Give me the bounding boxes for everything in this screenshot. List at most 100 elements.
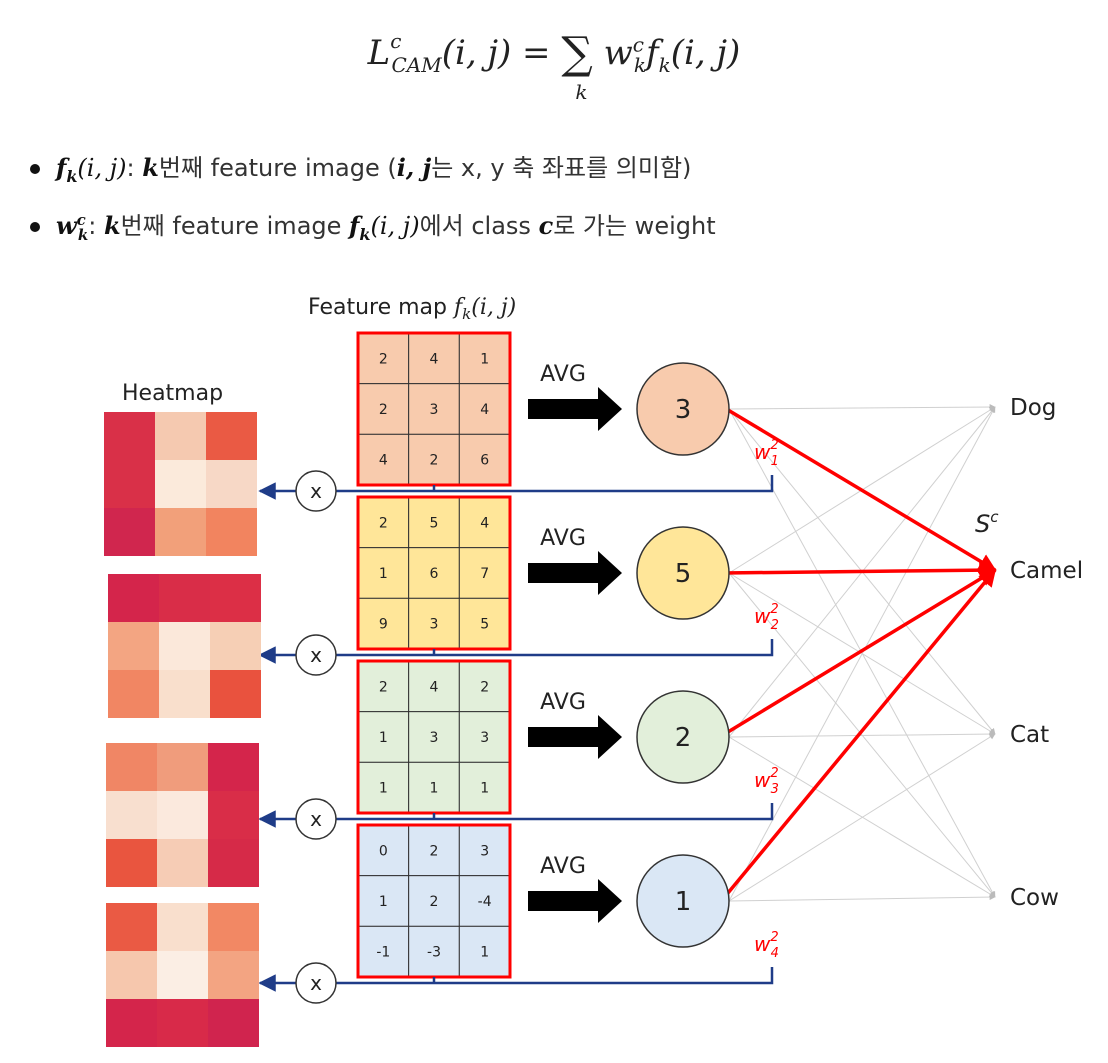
class-label-cat: Cat	[1010, 722, 1049, 748]
feature-cell-value: 4	[480, 402, 489, 418]
feature-cell-value: 1	[379, 566, 388, 582]
avg-node-value: 5	[675, 559, 692, 589]
avg-arrow	[528, 387, 622, 431]
feature-cell-value: 3	[480, 730, 489, 746]
avg-arrow	[528, 715, 622, 759]
feature-cell-value: 4	[480, 515, 489, 531]
heatmap-cell	[208, 839, 259, 887]
formula-sum-index: k	[575, 80, 588, 104]
feature-cell	[357, 824, 410, 877]
heatmap-cell	[210, 574, 261, 622]
multiply-label: x	[310, 807, 322, 831]
feature-cell	[408, 824, 460, 877]
camel-weight-line	[722, 561, 997, 579]
feature-cell-value: 1	[480, 351, 489, 367]
heatmap-cell	[108, 574, 159, 622]
multiply-node	[295, 962, 337, 1004]
camel-weight-line	[722, 568, 997, 737]
avg-node	[636, 362, 730, 456]
feature-cell-value: 2	[379, 679, 388, 695]
formula-w: w	[603, 33, 633, 73]
feature-cell	[357, 925, 410, 978]
camel-weight-connections	[721, 405, 997, 901]
feature-cell	[458, 383, 511, 435]
heatmap-cell	[108, 622, 159, 670]
heatmap-cell	[155, 412, 206, 460]
avg-node-value: 2	[675, 723, 692, 753]
heatmap-cell	[104, 460, 155, 508]
feature-cell-value: 3	[430, 730, 439, 746]
bullet-dot	[30, 164, 40, 174]
heatmap-cell	[157, 839, 208, 887]
connector-line	[336, 639, 774, 657]
bullet-math-w: w	[56, 211, 77, 240]
avg-arrow	[528, 551, 622, 595]
formula-lhs-sup: c	[390, 28, 402, 53]
heatmap-cell	[106, 839, 157, 887]
formula-lhs-args: (i, j) =	[441, 33, 562, 73]
heatmap-cell	[208, 951, 259, 999]
feature-cell-value: 2	[480, 679, 489, 695]
heatmap-cell	[208, 903, 259, 951]
feature-cell-value: 1	[379, 894, 388, 910]
heatmap-cell	[159, 574, 210, 622]
heatmap-cell	[210, 670, 261, 718]
avg-node-value: 3	[675, 395, 692, 425]
camel-weight-line	[722, 405, 997, 572]
thin-connection-line	[728, 406, 996, 902]
feature-cell-value: 4	[379, 453, 388, 469]
heatmap-cell	[206, 460, 257, 508]
class-label-dog: Dog	[1010, 395, 1056, 421]
feature-map-title: Feature map fk(i, j)	[308, 295, 516, 323]
thin-connection-line	[728, 894, 996, 902]
heatmap-cell	[208, 999, 259, 1047]
feature-cell-value: 2	[430, 453, 439, 469]
feature-cell	[408, 711, 460, 763]
bullet-dot	[30, 222, 40, 232]
score-label: Sc	[975, 508, 999, 538]
feature-cell	[408, 383, 460, 435]
heatmap-cell	[210, 622, 261, 670]
feature-cell-value: 2	[379, 351, 388, 367]
avg-node-value: 1	[675, 887, 692, 917]
bullet-math-f: f	[56, 153, 67, 182]
feature-cell-value: -4	[478, 894, 492, 910]
class-label-cow: Cow	[1010, 885, 1059, 911]
heatmap-cell	[157, 999, 208, 1047]
formula-w-sub: k	[633, 52, 647, 77]
feature-cell-value: 9	[379, 617, 388, 633]
feature-cell	[458, 711, 511, 763]
heatmap-title: Heatmap	[122, 381, 223, 406]
heatmap-cell	[157, 743, 208, 791]
feature-cell	[408, 332, 460, 385]
feature-cell-value: 2	[379, 402, 388, 418]
feature-cell-value: 4	[430, 351, 439, 367]
feature-cell-value: -1	[376, 945, 390, 961]
avg-label: AVG	[540, 362, 586, 387]
heatmap-cell	[106, 903, 157, 951]
feature-cell-value: 1	[480, 781, 489, 797]
heatmap-cell	[155, 508, 206, 556]
avg-arrow	[528, 879, 622, 923]
cam-formula: LcCAM(i, j) = ∑k wckfk(i, j)	[0, 28, 1108, 104]
multiply-node	[295, 470, 337, 512]
feature-cell-value: 3	[430, 402, 439, 418]
feature-cell-value: 1	[379, 730, 388, 746]
heatmap-cell	[208, 743, 259, 791]
avg-node	[636, 690, 730, 784]
multiply-label: x	[310, 643, 322, 667]
heatmap-cell	[106, 791, 157, 839]
feature-cell-value: 0	[379, 843, 388, 859]
feature-cell-value: 2	[430, 894, 439, 910]
heatmap-cell	[106, 951, 157, 999]
heatmap-cell	[157, 791, 208, 839]
multiply-label: x	[310, 971, 322, 995]
heatmap-cell	[159, 670, 210, 718]
